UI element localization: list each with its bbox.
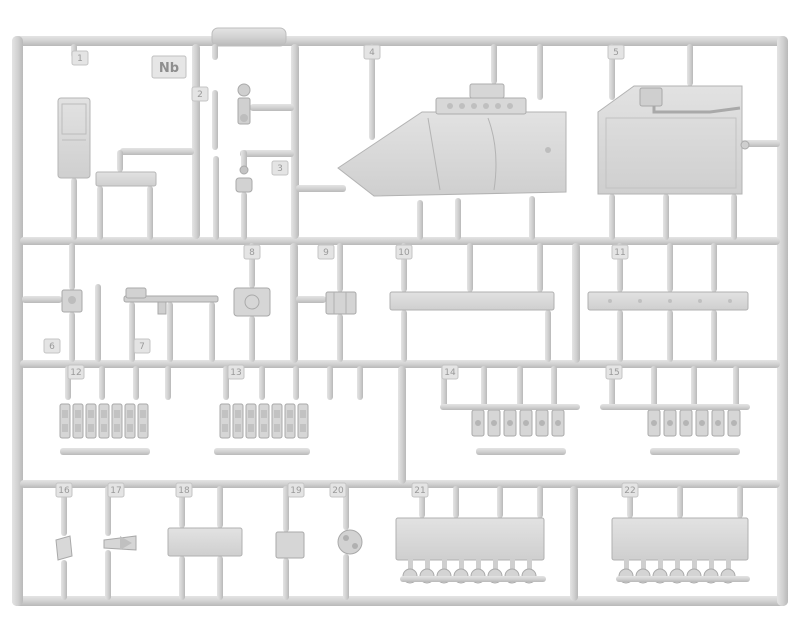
part-number: 12 (70, 368, 81, 378)
part-16 (55, 535, 73, 561)
part-number: 14 (444, 368, 456, 378)
gate-stubs (61, 44, 743, 600)
part-tag: 12 (67, 364, 85, 380)
part-5 (597, 85, 750, 195)
part-number: 1 (77, 54, 83, 64)
part-number: 4 (369, 48, 375, 58)
road-wheel-gates (400, 558, 750, 584)
part-tag: 13 (227, 364, 245, 380)
part-number: 15 (608, 368, 619, 378)
part-2 (235, 83, 253, 193)
part-10 (389, 291, 555, 311)
part-tag: 1 (71, 50, 89, 66)
part-8 (233, 287, 271, 317)
part-tag: 3 (271, 160, 289, 176)
sprue-frame (12, 27, 788, 606)
part-number: 13 (230, 368, 241, 378)
part-tag: 10 (395, 244, 413, 260)
sprue-code: Nb (159, 61, 179, 76)
part-tag: 8 (243, 244, 261, 260)
part-tag: 5 (607, 44, 625, 60)
part-tag: 15 (605, 364, 623, 380)
sprue-code-tag: Nb (151, 55, 187, 79)
part-number: 10 (398, 248, 410, 258)
part-tag: 16 (55, 482, 73, 498)
part-4 (337, 83, 567, 197)
part-tag: 14 (441, 364, 459, 380)
part-17 (103, 535, 137, 551)
part-tag: 7 (133, 338, 151, 354)
part-tag: 9 (317, 244, 335, 260)
part-number: 20 (332, 486, 344, 496)
part-tag: 22 (621, 482, 639, 498)
part-number: 3 (277, 164, 283, 174)
part-number: 21 (414, 486, 425, 496)
part-number: 2 (197, 90, 203, 100)
part-12-13-14-15 (59, 403, 750, 455)
part-number: 5 (613, 48, 619, 58)
part-18 (167, 527, 243, 557)
part-number: 8 (249, 248, 255, 258)
part-7 (123, 287, 219, 315)
part-22 (611, 517, 749, 561)
sprue-runners (20, 44, 780, 601)
part-number: 18 (178, 486, 190, 496)
part-number: 11 (614, 248, 625, 258)
part-tag: 20 (329, 482, 347, 498)
part-tag: 6 (43, 338, 61, 354)
part-number: 19 (290, 486, 302, 496)
part-9 (325, 291, 357, 315)
part-19 (275, 531, 305, 559)
part-6 (61, 289, 83, 313)
part-number: 17 (110, 486, 121, 496)
part-21 (395, 517, 545, 561)
part-number: 7 (139, 342, 145, 352)
part-tag: 21 (411, 482, 429, 498)
part-number: 9 (323, 248, 329, 258)
part-number: 16 (58, 486, 70, 496)
part-tag: 4 (363, 44, 381, 60)
part-tag: 17 (107, 482, 125, 498)
part-tag: 19 (287, 482, 305, 498)
part-11 (587, 291, 749, 311)
part-tag: 11 (611, 244, 629, 260)
part-tag: 18 (175, 482, 193, 498)
part-tag: 2 (191, 86, 209, 102)
part-1 (57, 97, 157, 187)
part-number: 6 (49, 342, 55, 352)
part-20 (337, 529, 363, 555)
part-number: 22 (624, 486, 635, 496)
